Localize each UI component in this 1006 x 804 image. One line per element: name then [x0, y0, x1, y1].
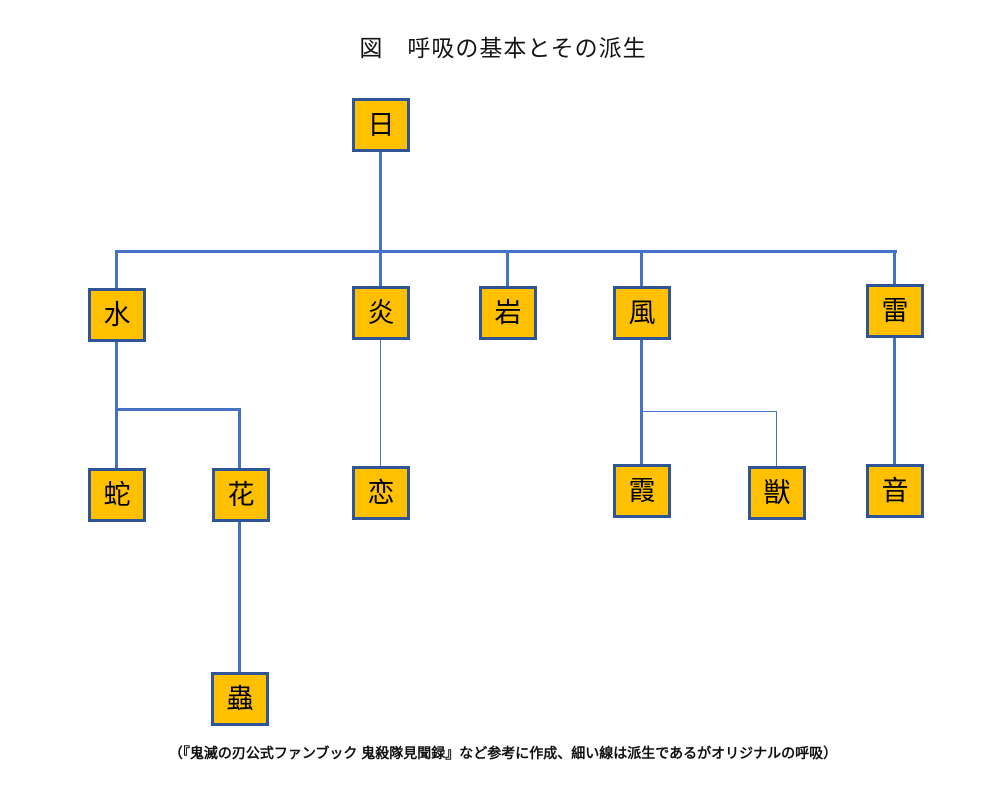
connector-branch-to-flower — [238, 408, 241, 468]
connector-bus-to-water — [115, 252, 118, 288]
node-label: 雷 — [881, 295, 909, 326]
connector-thunder-to-sound — [893, 338, 896, 464]
node-serpent-breathing: 蛇 — [88, 468, 146, 522]
connector-water-to-serpent — [115, 342, 118, 468]
node-label: 花 — [227, 479, 255, 510]
connector-wind-to-mist — [640, 340, 643, 464]
connector-sun-to-bus — [379, 151, 382, 253]
connector-water-branch — [115, 408, 241, 411]
connector-branch-to-beast-thin — [776, 411, 777, 466]
node-label: 霞 — [628, 475, 656, 506]
connector-bus-to-wind — [640, 252, 643, 286]
connector-bus-to-rock — [506, 252, 509, 286]
connector-flame-to-love-thin — [380, 340, 381, 466]
node-thunder-breathing: 雷 — [866, 284, 924, 338]
diagram-caption: （『鬼滅の刃公式ファンブック 鬼殺隊見聞録』など参考に作成、細い線は派生であるが… — [168, 745, 838, 761]
connector-bus-to-thunder — [893, 252, 896, 284]
connector-wind-branch-thin — [641, 411, 777, 412]
diagram-title: 図 呼吸の基本とその派生 — [359, 35, 647, 61]
node-love-breathing: 恋 — [352, 466, 410, 520]
node-beast-breathing: 獣 — [748, 466, 806, 520]
node-flame-breathing: 炎 — [352, 286, 410, 340]
connector-horizontal-bus — [115, 250, 897, 253]
node-label: 獣 — [763, 477, 791, 508]
node-sound-breathing: 音 — [866, 464, 924, 518]
node-flower-breathing: 花 — [212, 468, 270, 522]
connector-bus-to-flame — [379, 252, 382, 286]
node-label: 炎 — [367, 297, 395, 328]
node-label: 水 — [103, 299, 131, 330]
node-mist-breathing: 霞 — [613, 464, 671, 518]
node-label: 音 — [881, 475, 909, 506]
node-label: 蛇 — [103, 479, 131, 510]
node-water-breathing: 水 — [88, 288, 146, 342]
node-insect-breathing: 蟲 — [211, 672, 269, 726]
node-label: 蟲 — [226, 683, 254, 714]
node-sun-breathing: 日 — [352, 98, 410, 152]
node-rock-breathing: 岩 — [479, 286, 537, 340]
node-label: 風 — [628, 297, 656, 328]
connector-flower-to-insect — [238, 522, 241, 672]
node-wind-breathing: 風 — [613, 286, 671, 340]
node-label: 日 — [367, 109, 395, 140]
node-label: 岩 — [494, 297, 522, 328]
node-label: 恋 — [367, 477, 395, 508]
